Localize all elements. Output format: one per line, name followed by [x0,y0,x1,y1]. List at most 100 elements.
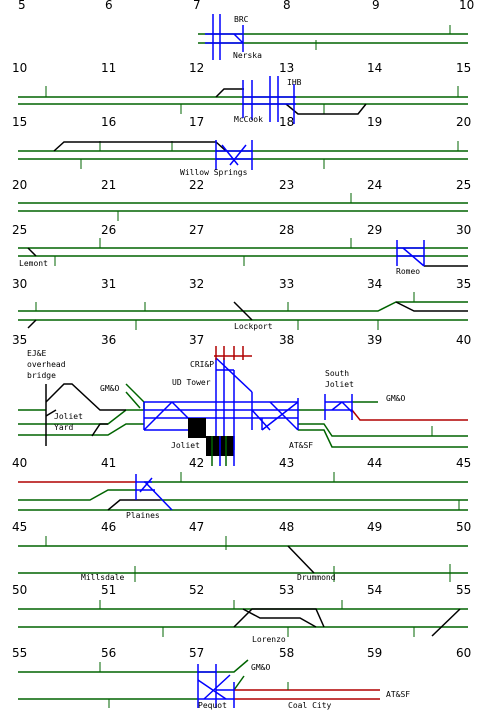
mile-number: 40 [456,333,471,347]
crossing-line [215,357,253,393]
segment-15-20: Willow Springs [18,140,468,177]
label-joliet-yard-1: Joliet [54,412,83,421]
mile-number: 35 [12,333,27,347]
mile-number: 53 [279,583,294,597]
crossing-line [233,33,244,44]
mile-number: 55 [456,583,471,597]
black-track [287,545,315,574]
mile-number: 51 [101,583,116,597]
mile-number: 55 [12,646,27,660]
mile-number: 56 [101,646,116,660]
black-track [431,608,461,637]
mile-number: 28 [279,223,294,237]
mile-number: 40 [12,456,27,470]
black-track [91,423,108,437]
mile-number: 47 [189,520,204,534]
mile-number: 41 [101,456,116,470]
black-track [27,319,37,329]
mile-number: 10 [459,0,474,12]
mile-number: 43 [279,456,294,470]
black-track [395,301,468,312]
crossing-line [269,401,299,431]
crossing-line [402,247,425,267]
label-south-joliet-1: South [325,369,349,378]
label-brc: BRC [234,15,249,24]
row-1-numbers: 5 6 7 8 9 10 [18,0,474,12]
mile-number: 36 [101,333,116,347]
black-track [215,88,244,98]
black-track [242,608,317,628]
label-nerska: Nerska [233,51,262,60]
mile-number: 19 [367,115,382,129]
crossing-line [143,401,173,431]
label-atsf-joliet: AT&SF [289,441,313,450]
mile-number: 18 [279,115,294,129]
mile-number: 14 [367,61,382,75]
mile-number: 15 [456,61,471,75]
label-willow-springs: Willow Springs [180,168,248,177]
mile-number: 30 [12,277,27,291]
label-atsf-pequot: AT&SF [386,690,410,699]
mile-number: 50 [456,520,471,534]
mile-number: 26 [101,223,116,237]
crossing-line [251,409,271,431]
mile-number: 12 [189,61,204,75]
mile-number: 16 [101,115,116,129]
crossing-line [139,477,153,493]
mile-number: 50 [12,583,27,597]
segment-50-55: Lorenzo [18,600,468,644]
crossing-line [144,481,173,511]
crossing-line [197,679,227,700]
green-track [18,423,144,436]
mile-number: 17 [189,115,204,129]
label-pequot: Pequot [198,701,227,710]
mile-number: 48 [279,520,294,534]
crossing-line [171,401,191,421]
green-track [298,429,468,448]
label-south-joliet-2: Joliet [325,380,354,389]
mile-number: 59 [367,646,382,660]
black-track [45,383,126,411]
label-lockport: Lockport [234,322,273,331]
label-lorenzo: Lorenzo [252,635,286,644]
green-track [125,383,145,410]
segment-10-15: IHB McCook [18,76,468,124]
mile-number: 13 [279,61,294,75]
label-joliet: Joliet [171,441,200,450]
label-gmando-joliet: GM&O [100,384,119,393]
segment-30-35: Lockport [18,292,468,331]
green-track [18,489,136,501]
mile-number: 58 [279,646,294,660]
mile-number: 6 [105,0,113,12]
segment-25-30: Lemont Romeo [18,238,468,276]
segment-35-40: EJ&E overhead bridge GM&O CRI&P UD Tower… [18,346,468,466]
mile-number: 31 [101,277,116,291]
row-11-numbers: 55 56 57 58 59 60 [12,646,471,660]
mile-number: 30 [456,223,471,237]
label-gmando-pequot: GM&O [251,663,270,672]
mile-number: 52 [189,583,204,597]
mile-number: 57 [189,646,204,660]
mile-number: 60 [456,646,471,660]
crossing-line [331,401,343,411]
green-track [298,423,468,437]
mile-number: 34 [367,277,382,291]
mile-number: 42 [189,456,204,470]
mile-number: 45 [456,456,471,470]
mile-number: 5 [18,0,26,12]
green-track [125,391,141,409]
black-track [285,103,367,115]
label-ihb: IHB [287,78,302,87]
mile-number: 10 [12,61,27,75]
mile-number: 9 [372,0,380,12]
yard-block [188,418,206,438]
mile-number: 20 [12,178,27,192]
black-track [45,409,57,417]
red-track [351,409,468,421]
mile-number: 21 [101,178,116,192]
mile-number: 7 [193,0,201,12]
black-track [233,301,253,321]
black-track [53,141,227,152]
label-gmando-east: GM&O [386,394,405,403]
